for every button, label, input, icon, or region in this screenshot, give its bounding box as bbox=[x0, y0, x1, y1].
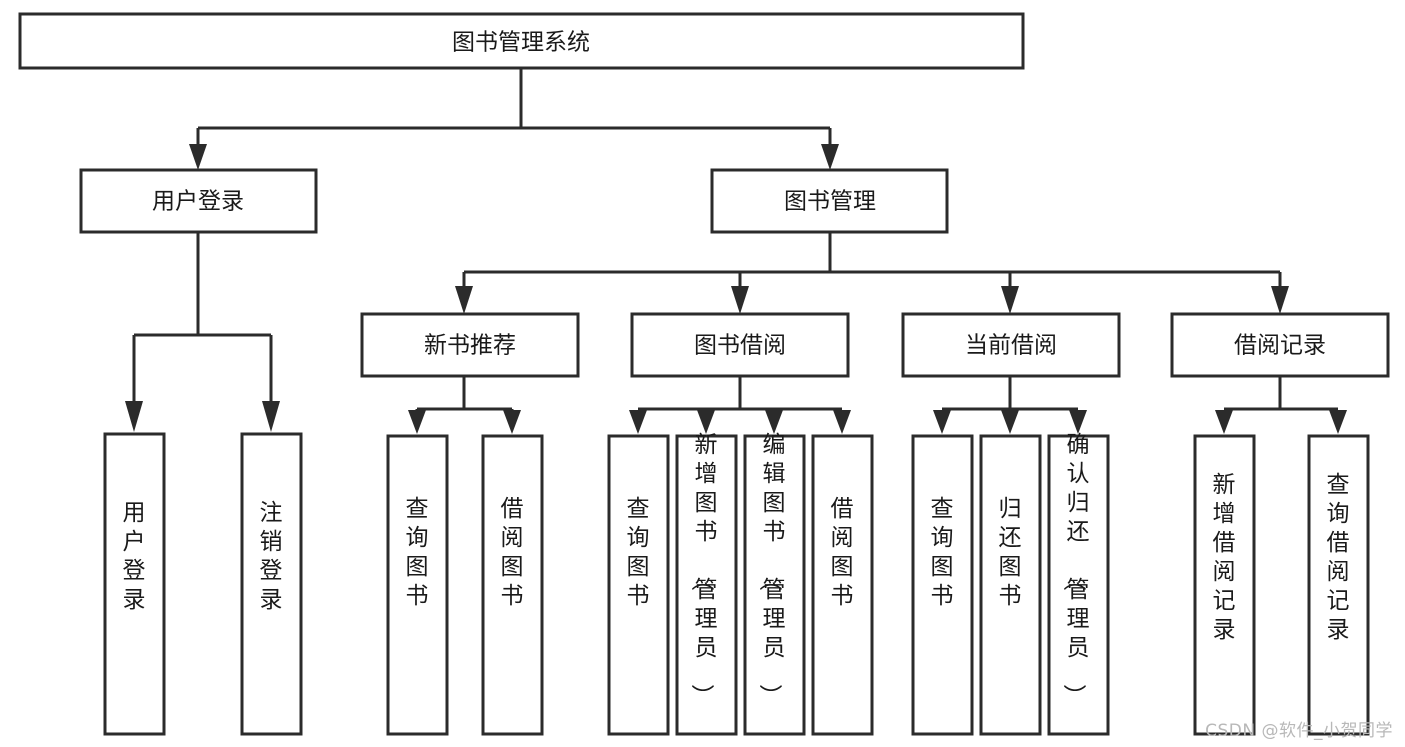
arrow-head-cb-leaf-2 bbox=[1001, 410, 1019, 434]
node-book-manage[interactable]: 图书管理 bbox=[710, 168, 949, 234]
leaf-node-user-login-label: 用户登录 bbox=[123, 500, 146, 613]
leaf-node-cb-confirm-return-box[interactable] bbox=[1047, 434, 1110, 736]
leaf-node-bb-add-book-label: 新增图书（管理员） bbox=[689, 432, 718, 707]
node-book-borrow-label: 图书借阅 bbox=[694, 333, 786, 359]
leaf-node-br-add-record[interactable]: 新增借阅记录 bbox=[1193, 434, 1256, 736]
leaf-node-cb-query-book[interactable]: 查询图书 bbox=[911, 434, 974, 736]
arrow-head-leaf-user-login bbox=[125, 401, 143, 432]
node-current-borrow[interactable]: 当前借阅 bbox=[901, 312, 1121, 378]
arrow-head-bb-leaf-2 bbox=[697, 410, 715, 434]
leaf-node-bb-add-book-box[interactable] bbox=[675, 434, 738, 736]
leaf-node-cb-query-book-label: 查询图书 bbox=[931, 496, 954, 609]
leaf-node-nb-query-book-box[interactable] bbox=[386, 434, 449, 736]
leaf-node-nb-borrow-book-label: 借阅图书 bbox=[501, 496, 524, 609]
node-new-book-recommend[interactable]: 新书推荐 bbox=[360, 312, 580, 378]
leaf-node-bb-borrow-book-label: 借阅图书 bbox=[831, 496, 854, 609]
leaf-node-bb-query-book[interactable]: 查询图书 bbox=[607, 434, 670, 736]
leaf-node-cb-return-book[interactable]: 归还图书 bbox=[979, 434, 1042, 736]
arrow-head-book-manage bbox=[821, 144, 839, 170]
arrow-head-new-book bbox=[455, 286, 473, 314]
leaf-node-logout[interactable]: 注销登录 bbox=[240, 432, 303, 736]
node-book-manage-box[interactable] bbox=[710, 168, 949, 234]
node-borrow-record-label: 借阅记录 bbox=[1234, 333, 1326, 359]
node-user-login[interactable]: 用户登录 bbox=[79, 168, 318, 234]
arrow-head-book-borrow bbox=[731, 286, 749, 314]
leaf-node-user-login[interactable]: 用户登录 bbox=[103, 432, 166, 736]
node-book-borrow[interactable]: 图书借阅 bbox=[630, 312, 850, 378]
leaf-node-nb-borrow-book[interactable]: 借阅图书 bbox=[481, 434, 544, 736]
leaf-node-br-query-record[interactable]: 查询借阅记录 bbox=[1307, 434, 1370, 736]
leaf-node-user-login-box[interactable] bbox=[103, 432, 166, 736]
leaf-node-br-query-record-box[interactable] bbox=[1307, 434, 1370, 736]
arrow-head-nb-leaf-2 bbox=[503, 410, 521, 434]
arrow-head-bb-leaf-4 bbox=[833, 410, 851, 434]
node-current-borrow-label: 当前借阅 bbox=[965, 333, 1057, 359]
arrow-head-cb-leaf-3 bbox=[1069, 410, 1087, 434]
leaf-node-bb-borrow-book-box[interactable] bbox=[811, 434, 874, 736]
leaf-node-cb-return-book-label: 归还图书 bbox=[999, 496, 1022, 609]
node-root[interactable]: 图书管理系统 bbox=[18, 12, 1025, 70]
leaf-node-bb-borrow-book[interactable]: 借阅图书 bbox=[811, 434, 874, 736]
arrow-head-user-login bbox=[189, 144, 207, 170]
node-book-borrow-box[interactable] bbox=[630, 312, 850, 378]
leaf-node-cb-confirm-return[interactable]: 确认归还（管理员） bbox=[1047, 432, 1110, 736]
leaf-node-bb-add-book[interactable]: 新增图书（管理员） bbox=[675, 432, 738, 736]
leaf-node-cb-return-book-box[interactable] bbox=[979, 434, 1042, 736]
arrow-head-borrow-record bbox=[1271, 286, 1289, 314]
node-user-login-box[interactable] bbox=[79, 168, 318, 234]
node-borrow-record-box[interactable] bbox=[1170, 312, 1390, 378]
leaf-node-bb-edit-book-box[interactable] bbox=[743, 434, 806, 736]
node-borrow-record[interactable]: 借阅记录 bbox=[1170, 312, 1390, 378]
leaf-node-nb-query-book-label: 查询图书 bbox=[406, 496, 429, 609]
node-book-manage-label: 图书管理 bbox=[784, 189, 876, 215]
leaf-node-br-add-record-box[interactable] bbox=[1193, 434, 1256, 736]
node-new-book-recommend-box[interactable] bbox=[360, 312, 580, 378]
node-user-login-label: 用户登录 bbox=[152, 189, 244, 215]
leaf-node-logout-box[interactable] bbox=[240, 432, 303, 736]
leaf-node-nb-query-book[interactable]: 查询图书 bbox=[386, 434, 449, 736]
leaf-node-br-query-record-label: 查询借阅记录 bbox=[1327, 472, 1350, 643]
node-new-book-recommend-label: 新书推荐 bbox=[424, 333, 516, 359]
arrow-head-nb-leaf-1 bbox=[408, 410, 426, 434]
node-root-box[interactable] bbox=[18, 12, 1025, 70]
leaf-node-bb-query-book-box[interactable] bbox=[607, 434, 670, 736]
node-current-borrow-box[interactable] bbox=[901, 312, 1121, 378]
arrow-head-leaf-logout bbox=[262, 401, 280, 432]
connector-group bbox=[125, 68, 1347, 434]
arrow-head-bb-leaf-3 bbox=[765, 410, 783, 434]
node-root-label: 图书管理系统 bbox=[452, 30, 590, 56]
leaf-node-logout-label: 注销登录 bbox=[260, 500, 283, 613]
leaf-node-cb-query-book-box[interactable] bbox=[911, 434, 974, 736]
arrow-head-br-leaf-1 bbox=[1215, 410, 1233, 434]
leaf-node-bb-edit-book-label: 编辑图书（管理员） bbox=[757, 432, 786, 707]
leaf-node-br-add-record-label: 新增借阅记录 bbox=[1213, 472, 1236, 643]
leaf-node-nb-borrow-book-box[interactable] bbox=[481, 434, 544, 736]
arrow-head-current-borrow bbox=[1001, 286, 1019, 314]
leaf-node-bb-edit-book[interactable]: 编辑图书（管理员） bbox=[743, 432, 806, 736]
arrow-head-bb-leaf-1 bbox=[629, 410, 647, 434]
arrow-head-br-leaf-2 bbox=[1329, 410, 1347, 434]
arrow-head-cb-leaf-1 bbox=[933, 410, 951, 434]
leaf-node-bb-query-book-label: 查询图书 bbox=[627, 496, 650, 609]
leaf-node-cb-confirm-return-label: 确认归还（管理员） bbox=[1061, 432, 1090, 707]
